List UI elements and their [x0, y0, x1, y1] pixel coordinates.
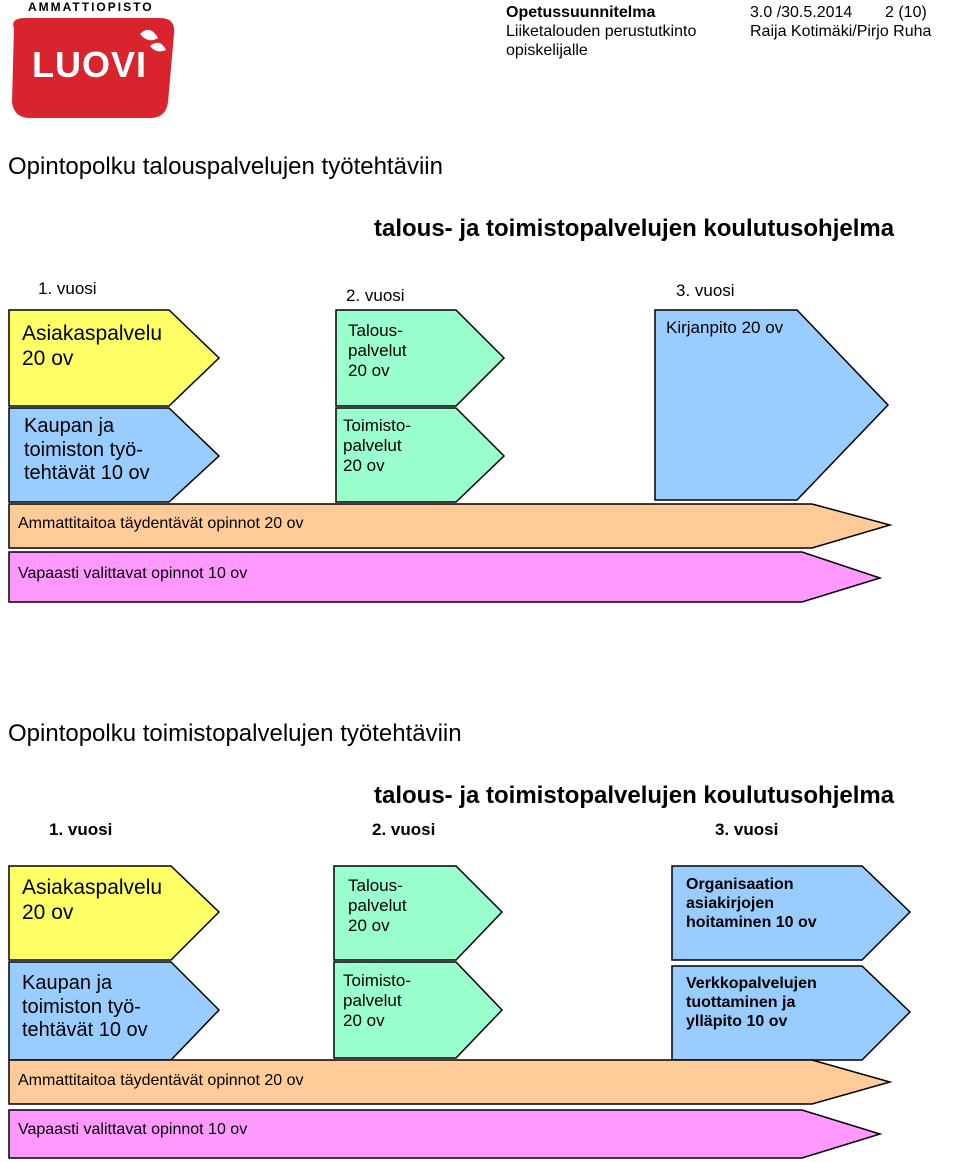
s2-kaupan-line1: Kaupan ja [22, 972, 113, 994]
s2-verkko-line3: ylläpito 10 ov [686, 1012, 788, 1030]
s1-bar-ammatti [8, 503, 893, 549]
s2-kaupan-line2: toimiston työ- [22, 995, 141, 1018]
s2-talous-line3: 20 ov [348, 916, 390, 936]
logo-top-text: AMMATTIOPISTO [28, 0, 154, 14]
s1-year-1: 1. vuosi [38, 279, 97, 298]
s1-asiakas-line2: 20 ov [22, 346, 74, 370]
s1-label-kirjanpito: Kirjanpito 20 ov [666, 318, 784, 337]
s2-toimisto-line2: palvelut [343, 991, 402, 1011]
s2-box-talouspalvelut [333, 865, 504, 961]
s1-toimisto-line1: Toimisto- [343, 416, 412, 435]
logo-badge [12, 18, 175, 118]
s2-box-kaupan [8, 961, 221, 1061]
s1-talous-line3: 20 ov [348, 361, 390, 381]
s2-label-verkko: Verkkopalvelujen tuottaminen ja ylläpito… [686, 975, 817, 1032]
doc-subtitle-2: opiskelijalle [506, 42, 588, 59]
s1-kaupan-line3: tehtävät 10 ov [24, 462, 150, 485]
s1-talous-line2: palvelut [348, 341, 407, 361]
doc-authors: Raija Kotimäki/Pirjo Ruha [750, 23, 932, 40]
s2-org-line1: Organisaation [686, 876, 794, 893]
page-number: 2 (10) [885, 4, 927, 21]
doc-title: Opetussuunnitelma [506, 4, 656, 21]
s2-label-talouspalvelut: Talous- palvelut 20 ov [348, 876, 407, 936]
s2-year-1: 1. vuosi [49, 820, 113, 839]
s2-talous-line2: palvelut [348, 896, 407, 916]
s2-asiakas-line1: Asiakaspalvelu [22, 876, 163, 899]
s1-toimisto-line3: 20 ov [343, 456, 385, 476]
s2-label-vapaasti: Vapaasti valittavat opinnot 10 ov [18, 1121, 248, 1138]
s1-label-talouspalvelut: Talous- palvelut 20 ov [348, 321, 407, 381]
s1-box-toimistopalvelut [335, 407, 506, 503]
s1-asiakas-line1: Asiakaspalvelu [22, 322, 163, 345]
s1-label-toimistopalvelut: Toimisto- palvelut 20 ov [343, 416, 411, 476]
section2-program: talous- ja toimistopalvelujen koulutusoh… [374, 782, 895, 809]
s2-org-line2: asiakirjojen [686, 894, 775, 912]
s1-year-2: 2. vuosi [346, 286, 405, 305]
s1-toimisto-line2: palvelut [343, 436, 402, 456]
s2-box-toimistopalvelut [333, 961, 504, 1059]
s1-box-asiakaspalvelu [8, 309, 221, 407]
s2-year-3: 3. vuosi [715, 820, 779, 839]
s1-box-kirjanpito [654, 309, 890, 501]
s2-label-organisaatio: Organisaation asiakirjojen hoitaminen 10… [686, 876, 817, 933]
s1-label-vapaasti: Vapaasti valittavat opinnot 10 ov [18, 565, 248, 582]
section2-title: Opintopolku toimistopalvelujen työtehtäv… [8, 720, 462, 747]
s2-label-asiakaspalvelu: Asiakaspalvelu 20 ov [22, 876, 162, 926]
s2-toimisto-line3: 20 ov [343, 1011, 385, 1031]
s2-bar-ammatti [8, 1059, 893, 1105]
section1-program: talous- ja toimistopalvelujen koulutusoh… [374, 215, 895, 242]
s1-bar-vapaasti [8, 551, 883, 603]
s1-box-kaupan [8, 407, 221, 503]
s1-box-talouspalvelut [335, 309, 506, 407]
s1-label-kaupan: Kaupan ja toimiston työ- tehtävät 10 ov [24, 415, 150, 486]
s1-talous-line1: Talous- [348, 321, 403, 340]
s2-label-kaupan: Kaupan ja toimiston työ- tehtävät 10 ov [22, 972, 148, 1043]
s2-asiakas-line2: 20 ov [22, 900, 74, 924]
s2-box-asiakaspalvelu [8, 865, 221, 961]
s2-label-toimistopalvelut: Toimisto- palvelut 20 ov [343, 971, 411, 1031]
s2-talous-line1: Talous- [348, 876, 403, 895]
s1-kaupan-line2: toimiston työ- [24, 438, 143, 461]
s2-toimisto-line1: Toimisto- [343, 971, 412, 990]
s2-box-verkko [671, 965, 912, 1061]
s1-year-3: 3. vuosi [676, 281, 735, 300]
section1-title: Opintopolku talouspalvelujen työtehtävii… [8, 153, 443, 180]
doc-subtitle: Liiketalouden perustutkinto [506, 23, 697, 40]
s1-label-asiakaspalvelu: Asiakaspalvelu 20 ov [22, 322, 162, 372]
s2-kaupan-line3: tehtävät 10 ov [22, 1019, 148, 1042]
s2-verkko-line2: tuottaminen ja [686, 993, 796, 1011]
logo-word: LUOVI [32, 44, 148, 85]
s2-org-line3: hoitaminen 10 ov [686, 913, 817, 931]
s2-verkko-line1: Verkkopalvelujen [686, 975, 817, 992]
s1-label-ammatti: Ammattitaitoa täydentävät opinnot 20 ov [18, 515, 304, 532]
s2-label-ammatti: Ammattitaitoa täydentävät opinnot 20 ov [18, 1072, 304, 1089]
s2-box-organisaatio [671, 865, 912, 961]
s1-kaupan-line1: Kaupan ja [24, 415, 115, 437]
s2-bar-vapaasti [8, 1109, 883, 1159]
logo: AMMATTIOPISTO LUOVI [0, 0, 185, 122]
s2-year-2: 2. vuosi [372, 820, 436, 839]
doc-version: 3.0 /30.5.2014 [750, 4, 853, 21]
